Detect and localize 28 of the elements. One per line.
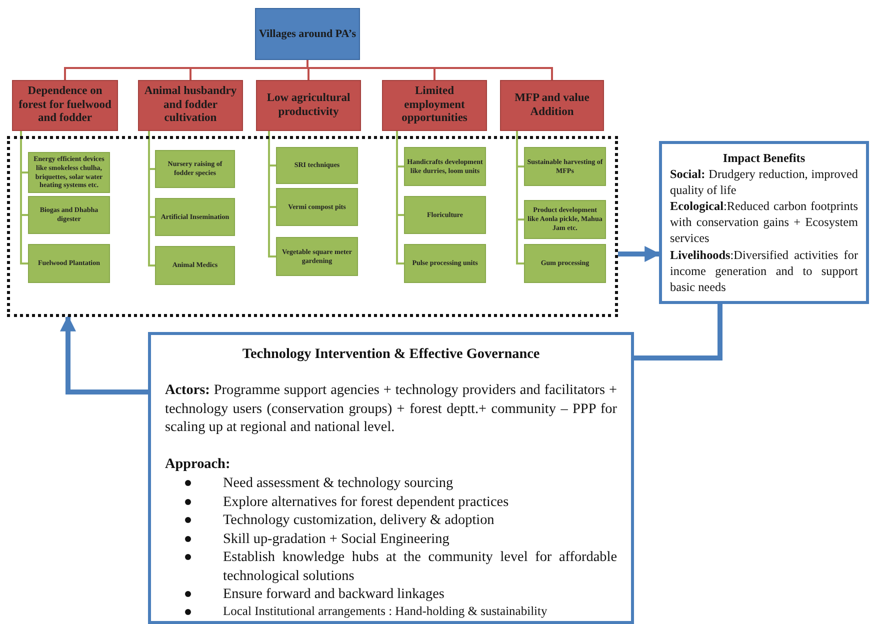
bullet-text: Technology customization, delivery & adoption [223, 512, 494, 528]
arrow [60, 315, 148, 394]
problem-box: MFP and value Addition [500, 80, 604, 131]
heading: Technology Intervention & Effective Governance [241, 345, 541, 364]
problem-box: Animal husbandry and fodder cultivation [138, 80, 243, 131]
paragraph: Ecological:Reduced carbon footprints with conservation gains + Ecosystem services [670, 198, 858, 247]
problem-box: Limited employment opportunities [382, 80, 487, 131]
arrow [618, 246, 661, 262]
bullet-text: Establish knowledge hubs at the community level for affordable technological solutions [223, 549, 617, 584]
bullet-text: Explore alternatives for forest dependent practices [223, 494, 509, 510]
title-box: Villages around PA’s [255, 8, 360, 60]
paragraph: Livelihoods:Diversified activities for income generation and to support basic needs [670, 246, 858, 295]
bullet-text: Need assessment & technology sourcing [223, 475, 454, 492]
impact-box [659, 141, 869, 304]
heading: Impact Benefits [722, 150, 806, 166]
connector-line [634, 304, 722, 360]
bullet-text: Ensure forward and backward linkages [223, 586, 444, 602]
bullet-text: Local Institutional arrangements : Hand-holding & sustainability [223, 604, 548, 618]
subheading: Approach: [165, 454, 232, 474]
connector-line [306, 60, 553, 80]
bullet-text: Skill up-gradation + Social Engineering [223, 530, 450, 547]
connector-line [268, 131, 276, 258]
paragraph: Social: Drudgery reduction, improved quality of life [670, 166, 858, 198]
problem-box: Low agricultural productivity [256, 80, 361, 131]
dotted-frame [7, 136, 618, 317]
governance-box [148, 332, 634, 624]
problem-box: Dependence on forest for fuelwood and fodder [12, 80, 118, 131]
paragraph: Actors: Programme support agencies + technology providers and facilitators + technology users (conservation groups) + forest deptt.+ community – PPP for scaling up at regional and national level. [165, 381, 617, 437]
